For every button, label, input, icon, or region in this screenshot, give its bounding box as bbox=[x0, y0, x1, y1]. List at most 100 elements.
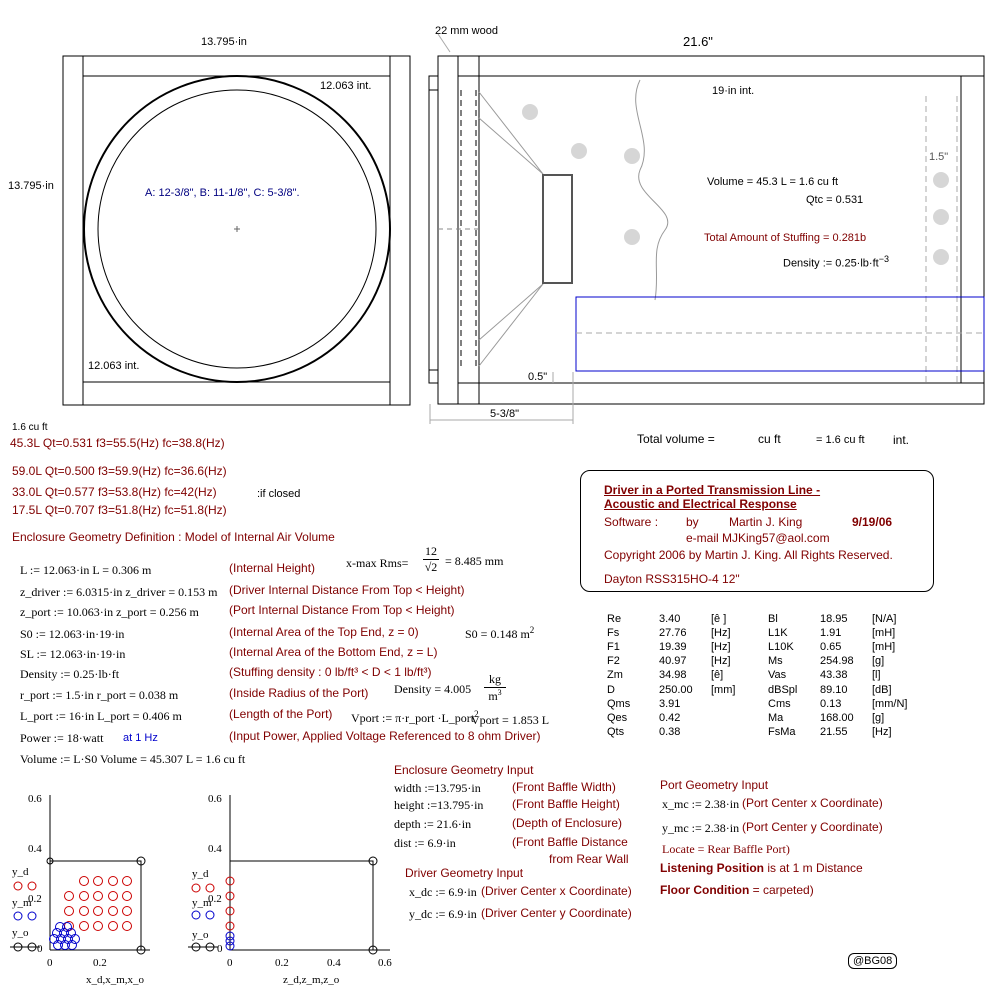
density-unit: kg m3 bbox=[484, 672, 506, 704]
enclosure-row-desc: (Stuffing density : 0 lb/ft³ < D < 1 lb/… bbox=[229, 665, 432, 679]
enclosure-row-formula: z_driver := 6.0315·in z_driver = 0.153 m bbox=[20, 585, 218, 599]
geometry-row-formula: width :=13.795·in bbox=[394, 781, 481, 795]
power-note: at 1 Hz bbox=[123, 732, 158, 744]
spec-key: Bl bbox=[768, 613, 778, 626]
enclosure-row-desc: (Inside Radius of the Port) bbox=[229, 686, 369, 700]
spec-key: Re bbox=[607, 613, 622, 626]
info-copyright: Copyright 2006 by Martin J. King. All Ri… bbox=[604, 548, 893, 562]
left-ytick-04: 0.4 bbox=[28, 843, 42, 855]
port-point bbox=[67, 940, 77, 950]
spec-value: 40.97 bbox=[659, 655, 687, 668]
side-density: Density := 0.25·lb·ft−3 bbox=[783, 254, 889, 270]
driver-point bbox=[108, 906, 118, 916]
density-unit-num: kg bbox=[489, 672, 501, 686]
side-qtc: Qtc = 0.531 bbox=[806, 194, 864, 206]
driver-point bbox=[64, 891, 74, 901]
spec-unit bbox=[711, 711, 739, 725]
spec-value: 254.98 bbox=[820, 655, 854, 668]
spec-unit: [ê ] bbox=[711, 613, 727, 626]
info-author: Martin J. King bbox=[729, 515, 803, 529]
spec-unit: [mm] bbox=[711, 683, 736, 696]
spec-value: 1.91 bbox=[820, 627, 842, 640]
front-width-label: 13.795·in bbox=[201, 36, 247, 48]
spec-unit: [mH] bbox=[872, 641, 896, 654]
geometry-row-desc: (Depth of Enclosure) bbox=[512, 816, 623, 830]
enclosure-row-formula: z_port := 10.063·in z_port = 0.256 m bbox=[20, 605, 199, 619]
xmax-num: 12 bbox=[425, 544, 437, 558]
port-point bbox=[60, 940, 70, 950]
port-row-formula: y_mc := 2.38·in bbox=[662, 821, 740, 835]
driver-point bbox=[79, 921, 89, 931]
spec-unit: [g] bbox=[872, 711, 885, 724]
right-xlabel: z_d,z_m,z_o bbox=[283, 974, 340, 986]
right-xtick-02: 0.2 bbox=[275, 957, 289, 969]
spec-value: 19.39 bbox=[659, 641, 687, 654]
floor-condition: Floor Condition = carpeted) bbox=[660, 883, 814, 897]
geometry-row-desc: (Front Baffle Height) bbox=[512, 797, 620, 811]
enclosure-row-formula: Power := 18·watt bbox=[20, 731, 104, 745]
results-line-1: 45.3L Qt=0.531 f3=55.5(Hz) fc=38.8(Hz) bbox=[10, 436, 225, 450]
spec-value: 3.40 bbox=[659, 613, 681, 626]
geometry-row-formula: depth := 21.6·in bbox=[394, 817, 472, 831]
side-volume: Volume = 45.3 L = 1.6 cu ft bbox=[707, 176, 839, 188]
results-line-3: 33.0L Qt=0.577 f3=53.8(Hz) fc=42(Hz) bbox=[12, 485, 217, 499]
driver-point bbox=[122, 876, 132, 886]
spec-value: 43.38 bbox=[820, 669, 848, 682]
xmax-value: = 8.485 mm bbox=[445, 554, 504, 568]
left-ytick-0: 0 bbox=[37, 943, 43, 955]
driver-row-desc: (Driver Center x Coordinate) bbox=[481, 884, 632, 898]
if-closed: :if closed bbox=[257, 488, 301, 500]
density-unit-den: m3 bbox=[484, 687, 506, 704]
wood-label: 22 mm wood bbox=[435, 25, 498, 37]
geometry-row-desc: (Front Baffle Width) bbox=[512, 780, 616, 794]
spec-unit: [Hz] bbox=[872, 725, 892, 738]
port-row-formula: x_mc := 2.38·in bbox=[662, 797, 740, 811]
left-xtick-02: 0.2 bbox=[93, 957, 107, 969]
info-date: 9/19/06 bbox=[852, 515, 893, 529]
spec-unit: [N/A] bbox=[872, 613, 897, 626]
driver-point bbox=[108, 891, 118, 901]
port-input-heading: Port Geometry Input bbox=[660, 778, 769, 792]
spec-value: 0.13 bbox=[820, 697, 842, 710]
density-value: Density = 4.005 bbox=[394, 682, 472, 696]
spec-key: L10K bbox=[768, 641, 794, 654]
left-ytick-02: 0.2 bbox=[28, 893, 42, 905]
spec-value: 21.55 bbox=[820, 725, 848, 738]
driver-row-formula: x_dc := 6.9·in bbox=[409, 885, 477, 899]
plots bbox=[10, 795, 390, 955]
ring-note: A: 12-3/8", B: 11-1/8", C: 5-3/8". bbox=[145, 187, 300, 199]
spec-row: Re 3.40 [ê ] bbox=[607, 612, 739, 626]
spec-key: Vas bbox=[768, 669, 787, 682]
port-locate: Locate = Rear Baffle Port) bbox=[662, 842, 790, 856]
spec-key: F1 bbox=[607, 641, 620, 654]
right-legend-ym: y_m bbox=[192, 897, 212, 909]
enclosure-row-formula: L := 12.063·in L = 0.306 m bbox=[20, 563, 152, 577]
driver-point bbox=[93, 921, 103, 931]
results-cuft: 1.6 cu ft bbox=[12, 422, 48, 433]
spec-value: 250.00 bbox=[659, 683, 693, 696]
offset-label: 0.5" bbox=[528, 371, 548, 383]
left-legend-ym: y_m bbox=[12, 897, 32, 909]
front-view-drawing bbox=[62, 55, 411, 406]
total-int: int. bbox=[893, 433, 910, 447]
listening-position: Listening Position is at 1 m Distance bbox=[660, 861, 863, 875]
spec-unit: [g] bbox=[872, 655, 885, 668]
spec-value: 34.98 bbox=[659, 669, 687, 682]
spec-value: 27.76 bbox=[659, 627, 687, 640]
info-title-1: Driver in a Ported Transmission Line - bbox=[604, 483, 821, 497]
left-xtick-0: 0 bbox=[47, 957, 53, 969]
spec-value: 168.00 bbox=[820, 711, 854, 724]
info-by: by bbox=[686, 515, 699, 529]
baffle-label: 5-3/8" bbox=[490, 408, 519, 420]
geometry-row-desc: (Front Baffle Distance bbox=[512, 835, 628, 849]
info-driver: Dayton RSS315HO-4 12" bbox=[604, 572, 740, 586]
